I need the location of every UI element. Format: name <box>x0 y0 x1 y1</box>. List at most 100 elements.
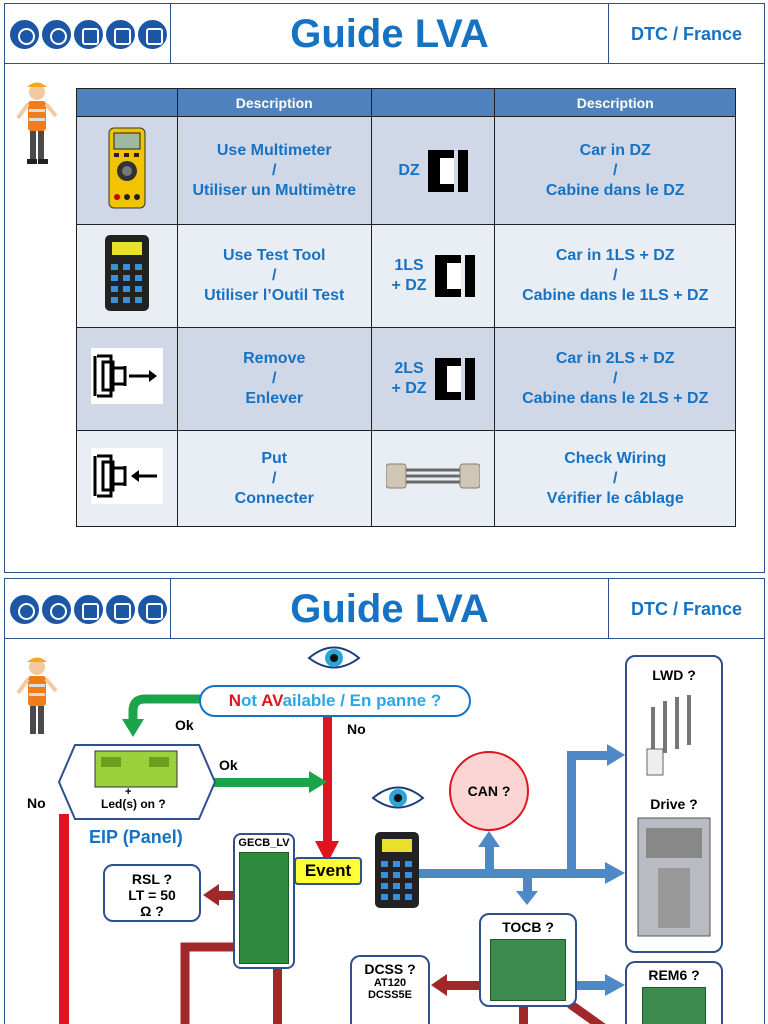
drive-label: Drive ? <box>650 796 698 812</box>
code-label: 1LS <box>394 257 424 274</box>
eye-icon <box>371 786 425 809</box>
description-cell: Use Multimeter / Utiliser un Multimètre <box>176 116 372 225</box>
safety-boot-icon <box>74 19 103 49</box>
slide-header: Guide LVA DTC / France <box>5 4 764 64</box>
lwd-label: LWD ? <box>652 667 696 683</box>
wiring-icon <box>385 463 481 488</box>
glove-icon <box>138 594 167 624</box>
description-en: Put <box>261 449 288 467</box>
ok-label: Ok <box>175 717 194 733</box>
state-cell: Car in DZ / Cabine dans le DZ <box>494 116 736 225</box>
flow-connectors <box>59 694 625 1024</box>
code-label: 2LS <box>394 360 424 377</box>
rsl-ohm: Ω ? <box>140 903 164 919</box>
table-row: Remove / Enlever 2LS + DZ <box>76 327 736 431</box>
event-box: Event <box>294 857 362 885</box>
safety-boot-icon <box>74 594 103 624</box>
drive-unit-icon <box>637 817 711 937</box>
state-fr: Cabine dans le 2LS + DZ <box>522 390 709 407</box>
dcss-model: DCSS5E <box>367 989 413 1001</box>
state-en: Car in 2LS + DZ <box>555 350 675 367</box>
code-cell: 1LS + DZ <box>370 224 496 328</box>
rem6-label: REM6 ? <box>648 967 700 983</box>
door-zone-icon <box>427 149 468 192</box>
gecb-label: GECB_LV <box>238 837 290 849</box>
header-icon-col <box>76 88 178 117</box>
state-sep: / <box>613 370 618 387</box>
put-connector-icon <box>90 447 163 504</box>
state-cell: Car in 1LS + DZ / Cabine dans le 1LS + D… <box>494 224 736 328</box>
table-row: Use Multimeter / Utiliser un Multimètre … <box>76 116 736 225</box>
state-fr: Vérifier le câblage <box>546 489 684 507</box>
multimeter-icon <box>108 127 146 208</box>
question-ot: ot <box>241 691 262 710</box>
can-label: CAN ? <box>467 783 511 799</box>
eip-label: EIP (Panel) <box>89 827 183 847</box>
icon-cell <box>76 327 178 431</box>
rsl-label: RSL ? <box>131 871 173 887</box>
safety-glasses-icon <box>10 594 39 624</box>
ok-label: Ok <box>219 757 238 773</box>
code-label: DZ <box>398 161 420 179</box>
harness-icon <box>106 19 135 49</box>
state-cell: Check Wiring / Vérifier le câblage <box>494 430 736 527</box>
state-en: Car in DZ <box>579 141 651 159</box>
worker-icon <box>16 82 58 164</box>
eip-panel-box <box>57 744 217 820</box>
page-title: Guide LVA <box>171 579 609 639</box>
table-row: Use Test Tool / Utiliser l’Outil Test 1L… <box>76 224 736 328</box>
description-fr: Enlever <box>245 390 304 407</box>
header-description-1: Description <box>176 88 372 117</box>
dcss-box: DCSS ? AT120 DCSS5E <box>350 955 430 1024</box>
state-en: Car in 1LS + DZ <box>555 247 675 264</box>
description-en: Remove <box>243 350 306 367</box>
code-label-2: + DZ <box>391 380 427 397</box>
org-label: DTC / France <box>630 23 743 44</box>
dcss-label: DCSS ? <box>364 961 416 977</box>
description-cell: Use Test Tool / Utiliser l’Outil Test <box>176 224 372 328</box>
description-sep: / <box>272 161 277 179</box>
icon-cell <box>76 224 178 328</box>
gecb-board-icon <box>239 852 289 964</box>
description-fr: Utiliser l’Outil Test <box>204 287 345 304</box>
state-fr: Cabine dans le 1LS + DZ <box>522 287 709 304</box>
description-en: Use Test Tool <box>222 247 326 264</box>
description-sep: / <box>272 267 277 284</box>
test-tool-icon <box>104 235 149 311</box>
header-description-2: Description <box>494 88 736 117</box>
gecb-box: GECB_LV <box>233 833 295 969</box>
glove-icon <box>138 19 167 49</box>
code-cell: DZ <box>370 116 496 225</box>
icon-cell <box>76 430 178 527</box>
state-cell: Car in 2LS + DZ / Cabine dans le 2LS + D… <box>494 327 736 431</box>
tocb-box: TOCB ? <box>479 913 577 1007</box>
helmet-icon <box>42 594 71 624</box>
code-label-2: + DZ <box>391 277 427 294</box>
no-label: No <box>347 721 366 737</box>
test-tool-icon <box>375 832 419 908</box>
eye-icon <box>307 646 361 669</box>
org-label: DTC / France <box>630 598 743 619</box>
question-n: N <box>228 691 241 710</box>
worker-icon <box>16 657 58 734</box>
icon-cell <box>76 116 178 225</box>
state-en: Check Wiring <box>564 449 667 467</box>
remove-connector-icon <box>90 348 163 404</box>
description-cell: Remove / Enlever <box>176 327 372 431</box>
description-fr: Utiliser un Multimètre <box>192 181 357 199</box>
question-box: Not AVailable / En panne ? <box>199 685 471 717</box>
legend-table: Description Description <box>76 88 736 527</box>
slide-flowchart: Guide LVA DTC / France <box>4 578 765 1024</box>
description-sep: / <box>272 370 277 387</box>
description-en: Use Multimeter <box>216 141 332 159</box>
led-plus: + <box>125 786 132 798</box>
slide-header: Guide LVA DTC / France <box>5 579 764 639</box>
no-label: No <box>27 795 46 811</box>
ppe-icons <box>5 4 171 64</box>
header-code-col <box>370 88 496 117</box>
slide-legend: Guide LVA DTC / France Description Descr… <box>4 3 765 573</box>
harness-icon <box>106 594 135 624</box>
dcss-at120: AT120 <box>373 977 407 989</box>
state-fr: Cabine dans le DZ <box>545 181 685 199</box>
page-title: Guide LVA <box>171 4 609 64</box>
